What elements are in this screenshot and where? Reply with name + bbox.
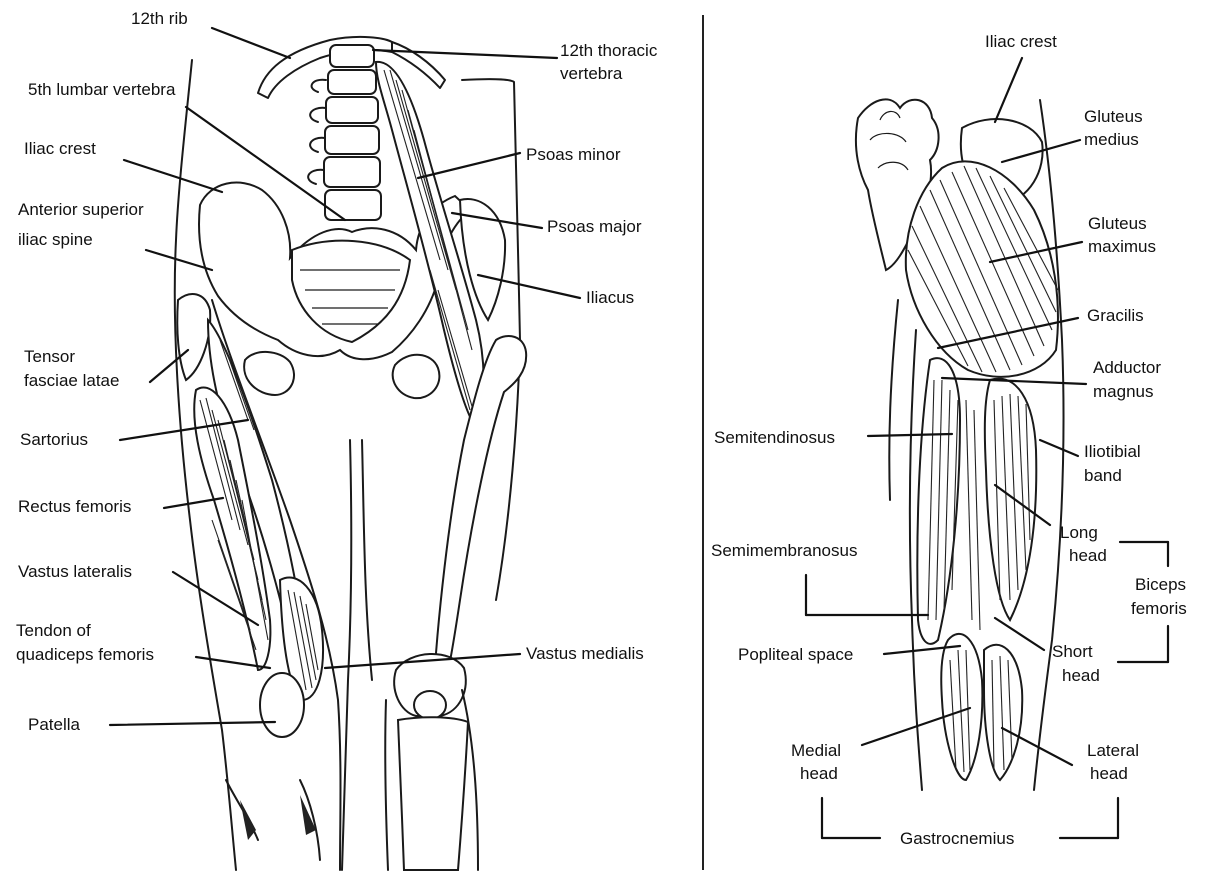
label-semimembranosus: Semimembranosus (711, 540, 857, 562)
label-sartorius: Sartorius (20, 429, 88, 451)
label-vastus-medialis: Vastus medialis (526, 643, 644, 665)
right-patella-shape (414, 691, 446, 719)
tensor-fasciae-latae-shape (177, 294, 210, 380)
posterior-lateral-outline (1034, 100, 1064, 790)
label-tensor-line1: Tensor (24, 346, 75, 368)
label-short-head-line1: Short (1052, 641, 1093, 663)
gastrocnemius-medial-head-shape (941, 634, 982, 780)
posterior-figure (856, 99, 1064, 790)
vertebral-column (308, 45, 381, 220)
label-adductor-line2: magnus (1093, 381, 1153, 403)
right-femur-shape (434, 336, 526, 680)
label-tendon-line2: quadiceps femoris (16, 644, 154, 666)
label-12th-thoracic-line2: vertebra (560, 63, 622, 85)
label-12th-rib: 12th rib (131, 8, 188, 30)
label-asis-line1: Anterior superior (18, 199, 144, 221)
label-gracilis: Gracilis (1087, 305, 1144, 327)
label-long-head-line2: head (1069, 545, 1107, 567)
patella-shape (260, 673, 304, 737)
label-iliotibial-line2: band (1084, 465, 1122, 487)
label-asis-line2: iliac spine (18, 229, 93, 251)
label-psoas-major: Psoas major (547, 216, 641, 238)
label-gastrocnemius: Gastrocnemius (900, 828, 1014, 850)
right-tibia-shape (398, 717, 468, 870)
label-rectus-femoris: Rectus femoris (18, 496, 131, 518)
label-biceps-line2: femoris (1131, 598, 1187, 620)
label-lateral-head-line1: Lateral (1087, 740, 1139, 762)
label-iliac-crest-posterior: Iliac crest (985, 31, 1057, 53)
right-leg-medial-outline (362, 440, 372, 680)
anterior-figure (175, 37, 526, 870)
label-popliteal-space: Popliteal space (738, 644, 853, 666)
label-gluteus-maximus-line2: maximus (1088, 236, 1156, 258)
label-semitendinosus: Semitendinosus (714, 427, 835, 449)
label-medial-head-line2: head (800, 763, 838, 785)
left-leg-medial-outline (342, 440, 351, 870)
left-knee-shadow (240, 795, 316, 840)
label-gluteus-medius-line2: medius (1084, 129, 1139, 151)
label-biceps-line1: Biceps (1135, 574, 1186, 596)
label-vastus-lateralis: Vastus lateralis (18, 561, 132, 583)
label-medial-head-line1: Medial (791, 740, 841, 762)
label-lateral-head-line2: head (1090, 763, 1128, 785)
label-iliotibial-line1: Iliotibial (1084, 441, 1141, 463)
label-tendon-line1: Tendon of (16, 620, 91, 642)
label-short-head-line2: head (1062, 665, 1100, 687)
label-adductor-line1: Adductor (1093, 357, 1161, 379)
posterior-medial-upper-outline (889, 300, 898, 500)
label-5th-lumbar-vertebra: 5th lumbar vertebra (28, 79, 175, 101)
label-iliac-crest-anterior: Iliac crest (24, 138, 96, 160)
label-psoas-minor: Psoas minor (526, 144, 620, 166)
label-patella: Patella (28, 714, 80, 736)
obturator-right-shape (393, 355, 440, 398)
label-12th-thoracic-line1: 12th thoracic (560, 40, 657, 62)
obturator-left-shape (244, 352, 294, 395)
label-tensor-line2: fasciae latae (24, 370, 119, 392)
label-gluteus-medius-line1: Gluteus (1084, 106, 1143, 128)
label-gluteus-maximus-line1: Gluteus (1088, 213, 1147, 235)
label-iliacus: Iliacus (586, 287, 634, 309)
label-long-head-line1: Long (1060, 522, 1098, 544)
